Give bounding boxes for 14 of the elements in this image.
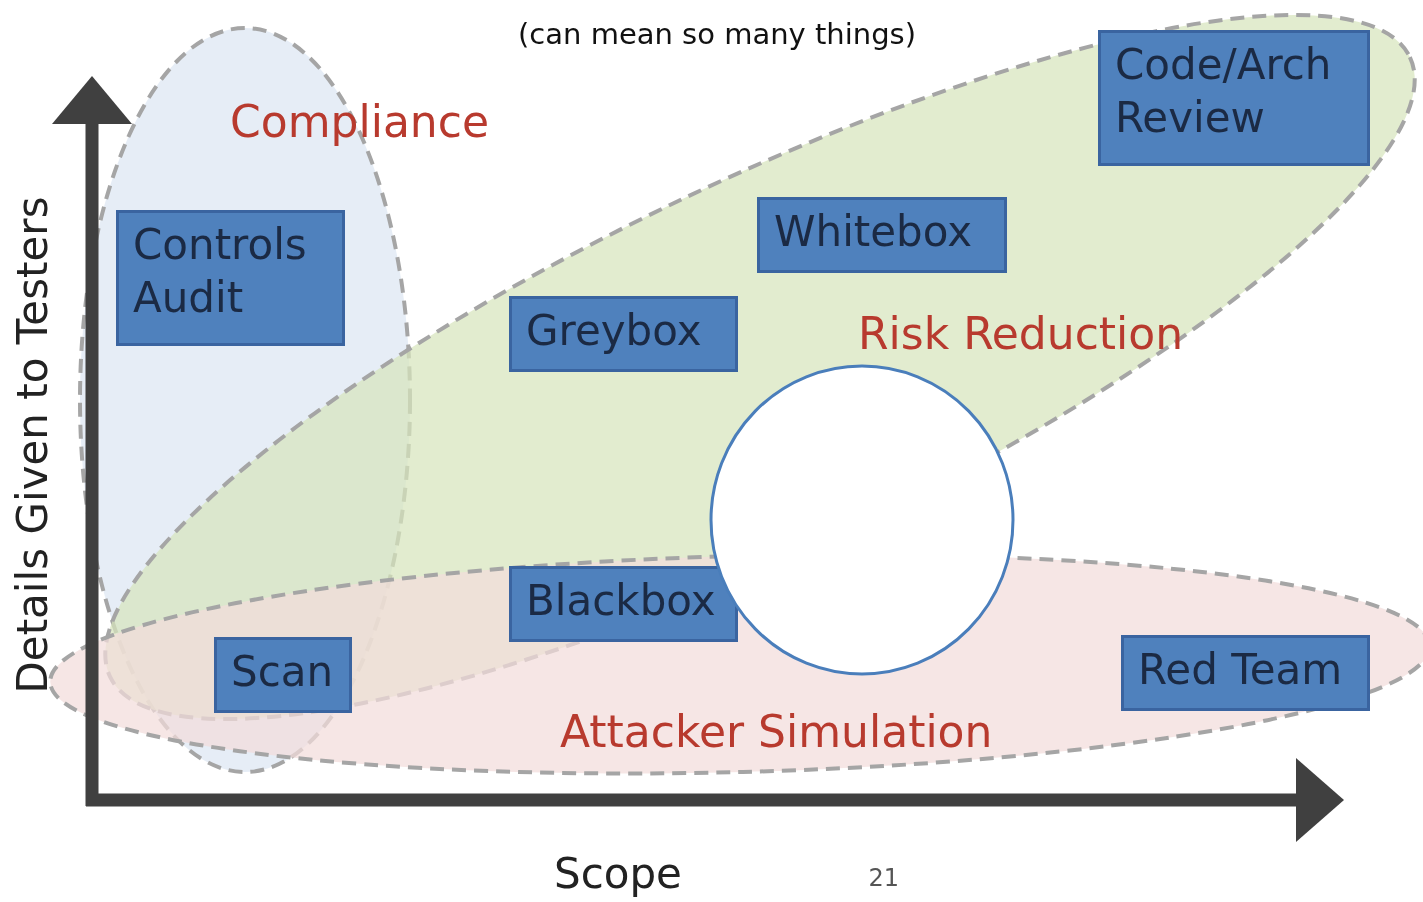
category-box: Red Team (1121, 635, 1370, 711)
axis-label: Details Given to Testers (11, 196, 54, 694)
axis-label: Scope (554, 853, 682, 895)
subtitle: (can mean so many things) (518, 20, 916, 49)
category-box: Scan (214, 637, 352, 713)
group-label: Attacker Simulation (560, 710, 993, 754)
category-box: Whitebox (757, 197, 1007, 273)
category-box: Greybox (509, 296, 738, 372)
group-label: Risk Reduction (858, 312, 1184, 356)
category-box: Controls Audit (116, 210, 345, 346)
category-box: Blackbox (509, 566, 738, 642)
page-number: 21 (868, 866, 900, 890)
group-label: Compliance (230, 100, 489, 144)
category-box: Code/Arch Review (1098, 30, 1370, 166)
